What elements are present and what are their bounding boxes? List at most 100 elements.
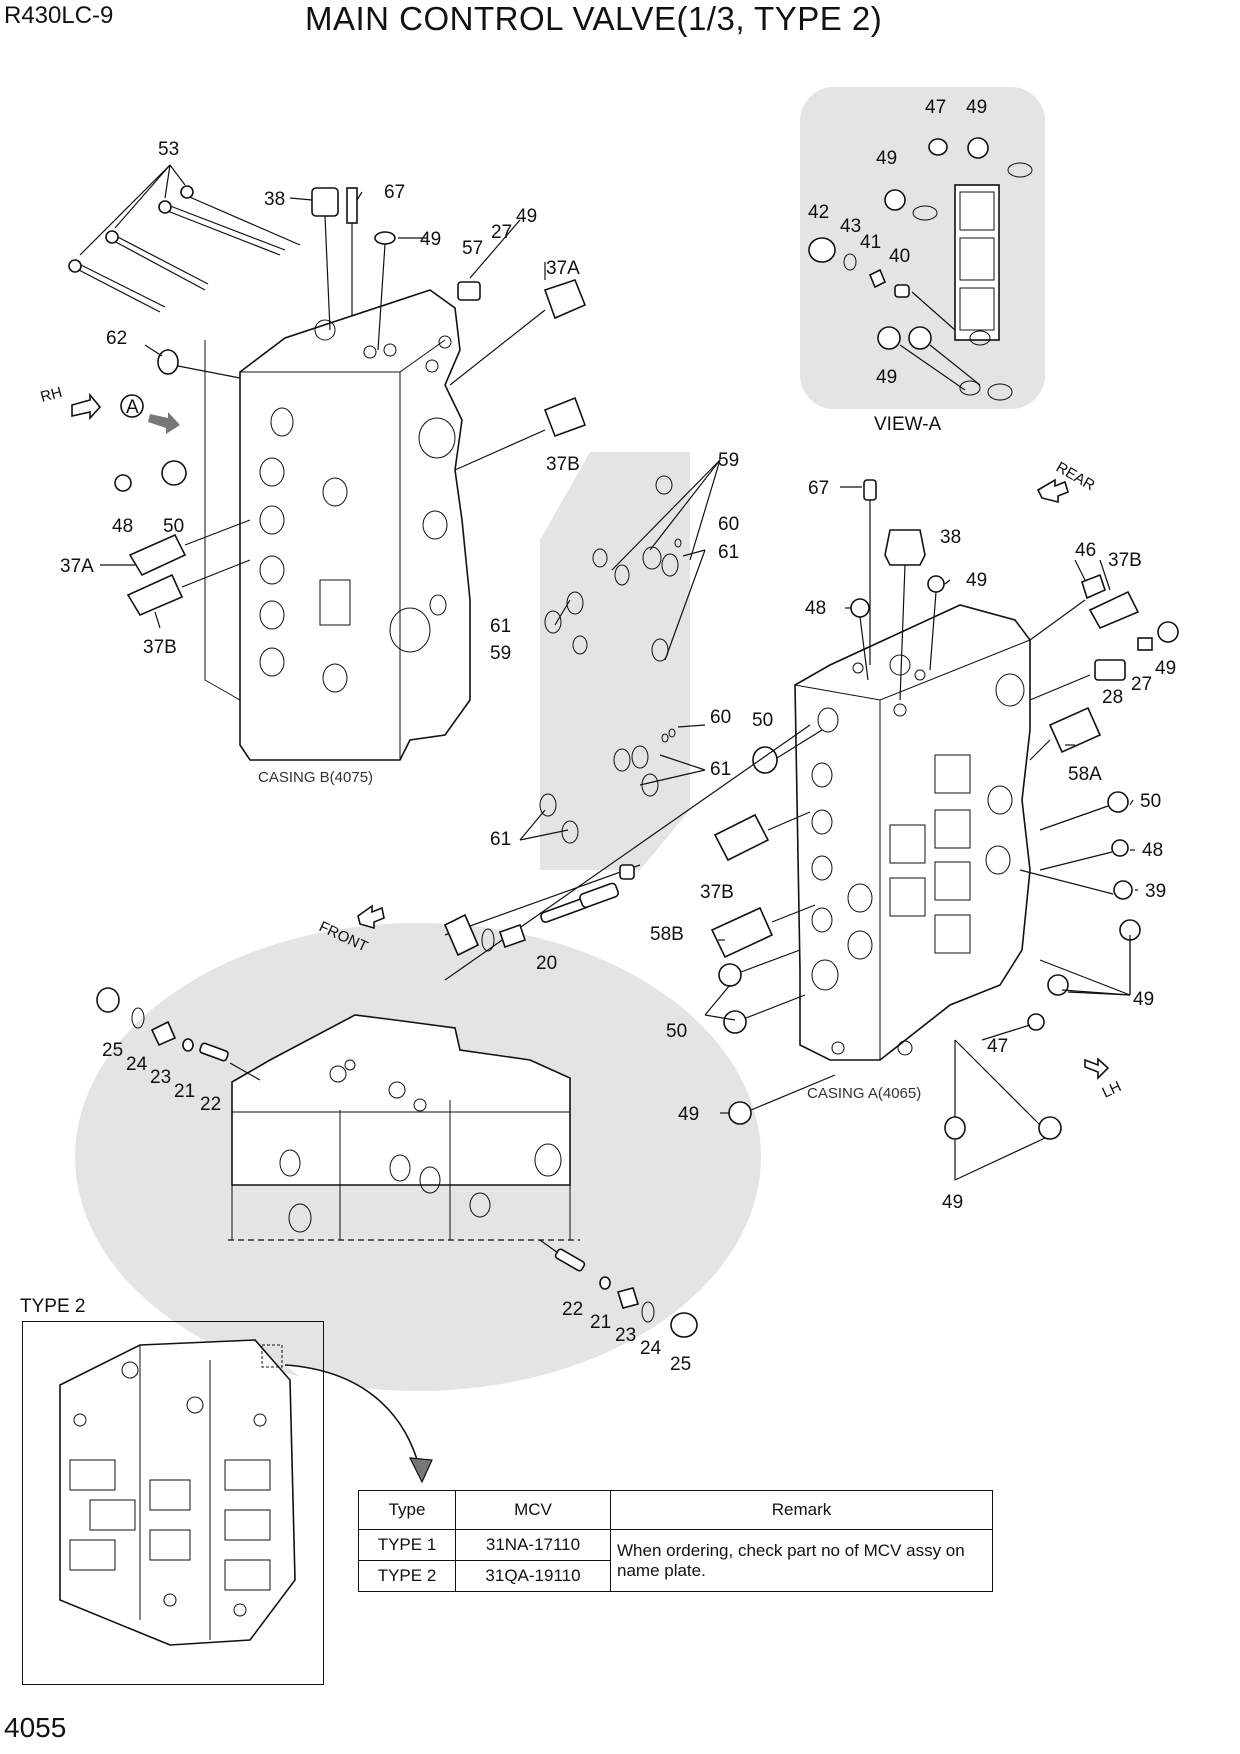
detail-block bbox=[96, 987, 698, 1338]
callout-37a: 37A bbox=[60, 556, 94, 577]
callout-59: 59 bbox=[490, 643, 511, 664]
callout-23: 23 bbox=[615, 1325, 636, 1346]
callout-62: 62 bbox=[106, 328, 127, 349]
callout-21: 21 bbox=[174, 1081, 195, 1102]
casing-b-body bbox=[204, 289, 471, 761]
tie-bolts bbox=[68, 164, 301, 313]
callout-42: 42 bbox=[808, 202, 829, 223]
lh-label: LH bbox=[1100, 1078, 1125, 1102]
callout-60: 60 bbox=[710, 707, 731, 728]
callout-49: 49 bbox=[1133, 989, 1154, 1010]
callout-49: 49 bbox=[942, 1192, 963, 1213]
table-row: TYPE 2 31QA-19110 bbox=[358, 1560, 993, 1592]
callout-53: 53 bbox=[158, 139, 179, 160]
callout-20: 20 bbox=[536, 953, 557, 974]
view-a-label: VIEW-A bbox=[874, 414, 942, 435]
callout-61: 61 bbox=[490, 616, 511, 637]
rh-label: RH bbox=[39, 384, 64, 406]
oring-panel bbox=[540, 452, 690, 870]
view-a-marker-letter: A bbox=[126, 397, 139, 418]
callout-50: 50 bbox=[1140, 791, 1161, 812]
callout-37a: 37A bbox=[546, 258, 580, 279]
callout-58a: 58A bbox=[1068, 764, 1102, 785]
callout-49: 49 bbox=[516, 206, 537, 227]
page-number: 4055 bbox=[4, 1712, 67, 1743]
callout-50: 50 bbox=[163, 516, 184, 537]
table-row: TYPE 1 31NA-17110 When ordering, check p… bbox=[358, 1529, 993, 1592]
callout-58b: 58B bbox=[650, 924, 684, 945]
callout-49: 49 bbox=[420, 229, 441, 250]
type2-label: TYPE 2 bbox=[20, 1296, 86, 1317]
callout-61: 61 bbox=[490, 829, 511, 850]
rear-arrow-icon bbox=[1036, 478, 1069, 504]
callout-21: 21 bbox=[590, 1312, 611, 1333]
callout-49: 49 bbox=[966, 97, 987, 118]
callout-38: 38 bbox=[940, 527, 961, 548]
view-a-direction-arrow-icon bbox=[148, 412, 180, 434]
column-header-type: Type bbox=[358, 1490, 456, 1530]
callout-50: 50 bbox=[752, 710, 773, 731]
callout-43: 43 bbox=[840, 216, 861, 237]
callout-25: 25 bbox=[670, 1354, 691, 1375]
callout-46: 46 bbox=[1075, 540, 1096, 561]
spool-assembly bbox=[443, 724, 811, 981]
type2-mcv-illustration bbox=[59, 1339, 433, 1646]
callout-67: 67 bbox=[808, 478, 829, 499]
model-number: R430LC-9 bbox=[4, 2, 114, 29]
callout-22: 22 bbox=[200, 1094, 221, 1115]
table-header-row: Type MCV Remark bbox=[358, 1490, 993, 1530]
row-type: TYPE 2 bbox=[358, 1560, 456, 1592]
callout-50: 50 bbox=[666, 1021, 687, 1042]
rh-arrow-icon bbox=[71, 392, 102, 421]
column-header-mcv: MCV bbox=[455, 1490, 611, 1530]
callout-49: 49 bbox=[1155, 658, 1176, 679]
column-header-remark: Remark bbox=[610, 1490, 993, 1530]
casing-b-label: CASING B(4075) bbox=[258, 769, 373, 786]
callout-48: 48 bbox=[1142, 840, 1163, 861]
callout-24: 24 bbox=[126, 1054, 148, 1075]
callout-27: 27 bbox=[1131, 674, 1152, 695]
row-mcv: 31NA-17110 bbox=[455, 1529, 611, 1561]
callout-47: 47 bbox=[987, 1036, 1008, 1057]
callout-49: 49 bbox=[876, 367, 897, 388]
callout-41: 41 bbox=[860, 232, 881, 253]
callout-40: 40 bbox=[889, 246, 910, 267]
callout-60: 60 bbox=[718, 514, 739, 535]
mcv-type-table: Type MCV Remark TYPE 1 31NA-17110 When o… bbox=[358, 1490, 993, 1592]
callout-23: 23 bbox=[150, 1067, 171, 1088]
leader-lines bbox=[100, 191, 1138, 1181]
callout-39: 39 bbox=[1145, 881, 1166, 902]
callout-25: 25 bbox=[102, 1040, 123, 1061]
casing-a-body bbox=[794, 604, 1031, 1061]
callout-57: 57 bbox=[462, 238, 483, 259]
callout-37b: 37B bbox=[143, 637, 177, 658]
row-type: TYPE 1 bbox=[358, 1529, 456, 1561]
callout-27: 27 bbox=[491, 222, 512, 243]
casing-a-label: CASING A(4065) bbox=[807, 1085, 921, 1102]
callout-37b: 37B bbox=[1108, 550, 1142, 571]
callout-49: 49 bbox=[678, 1104, 699, 1125]
callout-37b: 37B bbox=[700, 882, 734, 903]
callout-48: 48 bbox=[805, 598, 826, 619]
callout-61: 61 bbox=[718, 542, 739, 563]
casing-b-small-parts bbox=[114, 187, 587, 617]
callout-49: 49 bbox=[876, 148, 897, 169]
callout-22: 22 bbox=[562, 1299, 583, 1320]
view-a-parts bbox=[808, 137, 1033, 401]
casing-a-small-parts bbox=[710, 479, 1179, 1140]
row-mcv: 31QA-19110 bbox=[455, 1560, 611, 1592]
view-a-marker-icon bbox=[120, 394, 144, 418]
callout-48: 48 bbox=[112, 516, 133, 537]
callout-49: 49 bbox=[966, 570, 987, 591]
callout-24: 24 bbox=[640, 1338, 662, 1359]
type2-inset-frame bbox=[22, 1321, 324, 1685]
callout-61: 61 bbox=[710, 759, 731, 780]
front-arrow-icon bbox=[357, 904, 385, 930]
callout-labels: 53 38 67 49 57 27 49 37A 62 37B 48 50 37… bbox=[60, 97, 1176, 1375]
callout-59: 59 bbox=[718, 450, 739, 471]
row-remark: When ordering, check part no of MCV assy… bbox=[610, 1529, 993, 1592]
callout-28: 28 bbox=[1102, 687, 1123, 708]
callout-47: 47 bbox=[925, 97, 946, 118]
page-title: MAIN CONTROL VALVE(1/3, TYPE 2) bbox=[305, 0, 883, 37]
